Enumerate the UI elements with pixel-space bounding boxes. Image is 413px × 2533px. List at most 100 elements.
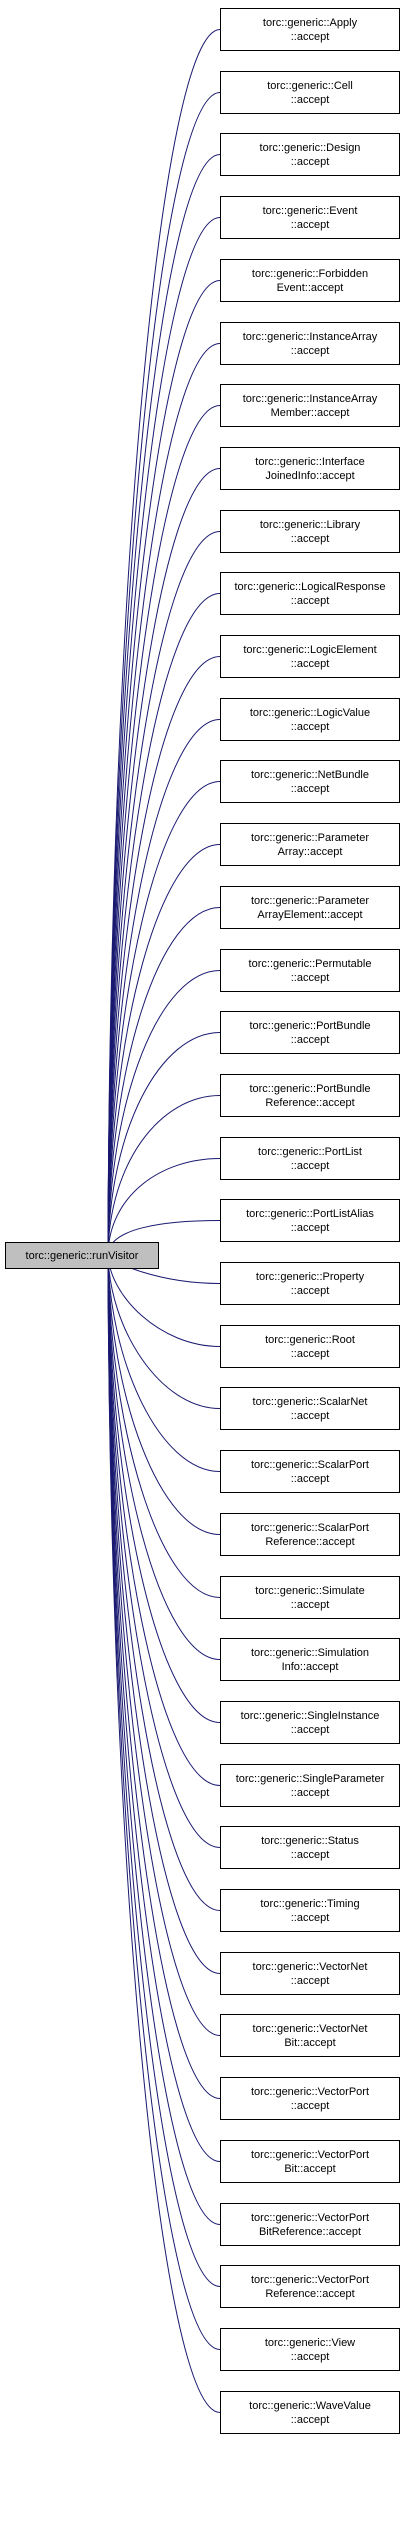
call-edge	[103, 29, 221, 1260]
call-edge	[103, 1249, 221, 2413]
node-logicelement-accept[interactable]: torc::generic::LogicElement::accept	[220, 635, 400, 678]
node-portbundle-accept[interactable]: torc::generic::PortBundle::accept	[220, 1011, 400, 1054]
node-status-accept[interactable]: torc::generic::Status::accept	[220, 1826, 400, 1869]
call-edge	[103, 970, 221, 1257]
node-portlistalias-accept[interactable]: torc::generic::PortListAlias::accept	[220, 1199, 400, 1242]
call-edge	[103, 1252, 221, 1472]
node-timing-accept[interactable]: torc::generic::Timing::accept	[220, 1889, 400, 1932]
node-logicvalue-accept[interactable]: torc::generic::LogicValue::accept	[220, 698, 400, 741]
node-design-accept[interactable]: torc::generic::Design::accept	[220, 133, 400, 176]
node-vectornet-accept[interactable]: torc::generic::VectorNet::accept	[220, 1952, 400, 1995]
node-label-line: torc::generic::Apply	[262, 16, 358, 29]
node-runvisitor: torc::generic::runVisitor	[5, 1242, 159, 1269]
node-root-accept[interactable]: torc::generic::Root::accept	[220, 1325, 400, 1368]
node-label-line: torc::generic::SingleInstance	[240, 1709, 380, 1722]
node-label-line: torc::generic::Forbidden	[251, 267, 369, 280]
node-cell-accept[interactable]: torc::generic::Cell::accept	[220, 71, 400, 114]
call-edge	[103, 217, 221, 1259]
node-label-line: torc::generic::PortList	[258, 1145, 362, 1158]
call-edge	[103, 531, 221, 1258]
call-edge	[103, 1252, 221, 1660]
node-label-line: torc::generic::Simulate	[255, 1584, 365, 1597]
call-edge	[103, 405, 221, 1259]
node-simulate-accept[interactable]: torc::generic::Simulate::accept	[220, 1576, 400, 1619]
call-edge	[103, 1032, 221, 1256]
node-label-line: ::accept	[290, 1848, 330, 1861]
node-scalarnet-accept[interactable]: torc::generic::ScalarNet::accept	[220, 1387, 400, 1430]
node-label-line: ::accept	[290, 971, 330, 984]
call-edge	[103, 1251, 221, 1786]
call-edge	[103, 1249, 221, 2350]
node-event-accept[interactable]: torc::generic::Event::accept	[220, 196, 400, 239]
node-label-line: ::accept	[290, 1786, 330, 1799]
node-label-line: torc::generic::Parameter	[251, 894, 369, 907]
node-label-line: torc::generic::NetBundle	[250, 768, 369, 781]
node-library-accept[interactable]: torc::generic::Library::accept	[220, 510, 400, 553]
node-label-line: torc::generic::Permutable	[248, 957, 372, 970]
node-label-line: torc::generic::VectorPort	[251, 2211, 369, 2224]
node-label-line: torc::generic::View	[264, 2336, 356, 2349]
node-singleparameter-accept[interactable]: torc::generic::SingleParameter::accept	[220, 1764, 400, 1807]
call-edge	[103, 1250, 221, 2036]
node-label-line: ::accept	[290, 2350, 330, 2363]
node-label-line: torc::generic::VectorPort	[251, 2085, 369, 2098]
node-label-line: torc::generic::Property	[255, 1270, 365, 1283]
node-label-line: torc::generic::Timing	[260, 1897, 360, 1910]
node-vectorport-accept[interactable]: torc::generic::VectorPort::accept	[220, 2077, 400, 2120]
node-label-line: ::accept	[290, 1974, 330, 1987]
node-label-line: torc::generic::Design	[259, 141, 361, 154]
call-edge	[103, 1252, 221, 1409]
node-singleinstance-accept[interactable]: torc::generic::SingleInstance::accept	[220, 1701, 400, 1744]
node-label-line: torc::generic::SingleParameter	[235, 1772, 385, 1785]
node-label-line: torc::generic::Root	[265, 1333, 355, 1346]
node-view-accept[interactable]: torc::generic::View::accept	[220, 2328, 400, 2371]
node-label-line: Array::accept	[277, 845, 343, 858]
node-label-line: torc::generic::PortBundle	[249, 1019, 371, 1032]
call-edge	[103, 1250, 221, 2225]
node-label-line: Bit::accept	[284, 2036, 336, 2049]
node-logicalresponse-accept[interactable]: torc::generic::LogicalResponse::accept	[220, 572, 400, 615]
node-label-line: ::accept	[290, 1347, 330, 1360]
node-netbundle-accept[interactable]: torc::generic::NetBundle::accept	[220, 760, 400, 803]
call-edge	[103, 1250, 221, 1974]
node-label-line: ::accept	[290, 1598, 330, 1611]
node-wavevalue-accept[interactable]: torc::generic::WaveValue::accept	[220, 2391, 400, 2434]
node-property-accept[interactable]: torc::generic::Property::accept	[220, 1262, 400, 1305]
call-edge	[103, 1095, 221, 1256]
node-label-line: ::accept	[290, 2413, 330, 2426]
call-edge	[103, 154, 221, 1260]
node-portlist-accept[interactable]: torc::generic::PortList::accept	[220, 1137, 400, 1180]
node-instancearray-accept[interactable]: torc::generic::InstanceArray::accept	[220, 322, 400, 365]
node-label-line: torc::generic::Status	[261, 1834, 359, 1847]
node-label-line: torc::generic::VectorPort	[251, 2273, 369, 2286]
node-scalarport-accept[interactable]: torc::generic::ScalarPort::accept	[220, 1450, 400, 1493]
node-label-line: torc::generic::runVisitor	[25, 1249, 139, 1262]
node-label-line: Bit::accept	[284, 2162, 336, 2175]
call-edge	[103, 343, 221, 1259]
node-label-line: ::accept	[290, 2099, 330, 2112]
node-label-line: Info::accept	[281, 1660, 339, 1673]
node-permutable-accept[interactable]: torc::generic::Permutable::accept	[220, 949, 400, 992]
node-label-line: ::accept	[290, 1723, 330, 1736]
node-label-line: torc::generic::PortListAlias	[246, 1207, 374, 1220]
node-apply-accept[interactable]: torc::generic::Apply::accept	[220, 8, 400, 51]
call-edge	[103, 656, 221, 1258]
node-label-line: torc::generic::ScalarNet	[252, 1395, 368, 1408]
node-label-line: Reference::accept	[265, 1535, 355, 1548]
call-edge	[103, 280, 221, 1259]
node-label-line: torc::generic::ScalarPort	[251, 1521, 369, 1534]
call-edge	[103, 1252, 221, 1598]
